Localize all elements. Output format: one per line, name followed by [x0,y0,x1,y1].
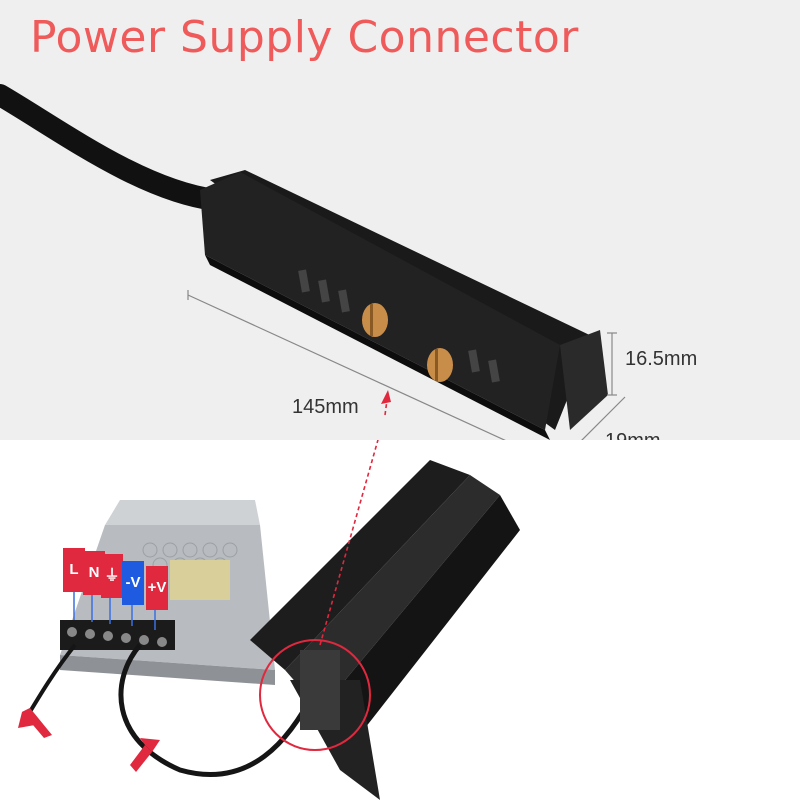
dashed-pointer [319,440,379,646]
red-arrow [18,708,52,738]
terminal-label: -V [122,561,144,605]
page-title: Power Supply Connector [30,12,579,63]
brass-contact [362,303,388,337]
installation-photo [0,440,800,800]
connector-illustration [0,84,626,440]
power-cable [0,84,226,211]
brass-contact [427,348,453,382]
terminal-label: +V [146,566,168,610]
terminal-label: ⏚ [101,554,123,598]
output-cable [118,643,318,777]
terminal-label: L [63,548,85,592]
length-dimension: 145mm [292,396,359,418]
terminal-label: N [83,551,105,595]
dimension-lines [187,290,626,440]
connector-body [200,170,608,440]
red-arrow [130,738,160,772]
height-dimension: 16.5mm [625,348,698,370]
highlight-circle [259,639,371,751]
